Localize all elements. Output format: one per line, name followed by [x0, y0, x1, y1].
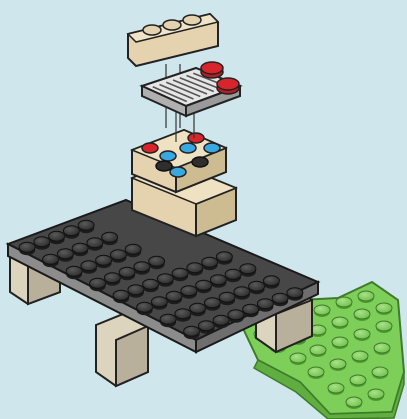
- green-stud: [352, 351, 368, 361]
- dark-stud: [57, 249, 73, 259]
- dark-stud: [196, 280, 212, 290]
- green-stud: [332, 317, 348, 327]
- dark-stud: [66, 266, 82, 276]
- green-stud: [374, 343, 390, 353]
- green-stud: [346, 397, 362, 407]
- green-stud: [354, 329, 370, 339]
- green-stud: [310, 345, 326, 355]
- dark-stud: [87, 238, 103, 248]
- green-stud: [376, 321, 392, 331]
- dark-stud: [287, 288, 303, 298]
- green-stud: [354, 309, 370, 319]
- dark-stud: [228, 310, 244, 320]
- dark-stud: [143, 279, 159, 289]
- dark-stud: [257, 299, 273, 309]
- dark-stud: [184, 326, 200, 336]
- dark-stud: [134, 262, 150, 272]
- dark-stud: [243, 304, 259, 314]
- dark-stud: [157, 274, 173, 284]
- dark-stud: [198, 321, 214, 331]
- dark-stud: [137, 302, 153, 312]
- dark-stud: [172, 268, 188, 278]
- green-stud: [308, 367, 324, 377]
- green-stud: [290, 353, 306, 363]
- dark-stud: [81, 261, 97, 271]
- dark-stud: [249, 281, 265, 291]
- dark-stud: [240, 264, 256, 274]
- dark-stud: [149, 256, 165, 266]
- dark-stud: [96, 255, 112, 265]
- green-stud: [336, 297, 352, 307]
- dark-stud: [102, 232, 118, 242]
- dark-stud: [202, 257, 218, 267]
- green-stud: [330, 359, 346, 369]
- dark-stud: [204, 298, 220, 308]
- dark-stud: [104, 273, 120, 283]
- dark-stud: [166, 291, 182, 301]
- dark-stud: [119, 267, 135, 277]
- dark-stud: [63, 226, 79, 236]
- dark-stud: [19, 242, 35, 252]
- dark-stud: [263, 276, 279, 286]
- green-stud: [328, 383, 344, 393]
- dark-stud: [181, 286, 197, 296]
- dark-stud: [43, 254, 59, 264]
- dark-stud: [219, 292, 235, 302]
- dark-stud: [216, 252, 232, 262]
- dark-stud: [72, 243, 88, 253]
- dark-stud: [125, 244, 141, 254]
- green-stud: [350, 375, 366, 385]
- red-stud: [142, 143, 158, 153]
- green-stud: [358, 291, 374, 301]
- green-stud: [332, 337, 348, 347]
- dark-stud: [190, 303, 206, 313]
- dark-stud: [78, 220, 94, 230]
- green-stud: [376, 303, 392, 313]
- dark-stud: [110, 250, 126, 260]
- green-stud: [372, 367, 388, 377]
- dark-stud: [272, 293, 288, 303]
- dark-stud: [210, 275, 226, 285]
- dark-stud: [90, 278, 106, 288]
- dark-stud: [213, 315, 229, 325]
- dark-stud: [49, 231, 65, 241]
- dark-stud: [175, 309, 191, 319]
- dark-stud: [160, 314, 176, 324]
- dark-stud: [234, 287, 250, 297]
- dark-stud: [225, 269, 241, 279]
- dark-stud: [187, 263, 203, 273]
- green-stud: [314, 305, 330, 315]
- green-stud: [368, 389, 384, 399]
- dark-stud: [151, 297, 167, 307]
- dark-stud: [113, 290, 129, 300]
- dark-stud: [34, 237, 50, 247]
- dark-stud: [128, 285, 144, 295]
